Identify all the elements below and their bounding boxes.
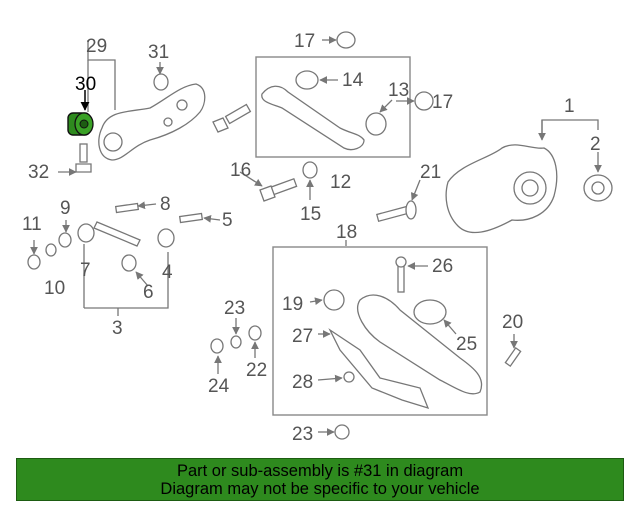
callout-label-highlighted: 30 [75,74,96,95]
callout-label: 27 [292,326,313,347]
nut-part-17-right [414,91,434,111]
callout-label: 15 [300,204,321,225]
nut-part-6 [121,254,137,272]
stabilizer-bracket-part-28 [328,328,430,410]
callout-label: 20 [502,312,523,333]
upper-arm-group-box [255,56,411,158]
bushing-part-4 [157,228,175,248]
trailing-arm-hole [176,99,188,111]
callout-label: 10 [44,278,65,299]
callout-label: 8 [160,194,171,215]
callout-label: 11 [22,214,42,235]
nut-part-21 [334,424,350,440]
knuckle-hub-inner [521,179,539,197]
knuckle-part-1 [445,144,558,234]
callout-label: 9 [60,198,71,219]
bolt-part-16-upper [224,103,252,125]
washer-part-9 [58,232,72,248]
cover-part-26 [413,299,447,325]
callout-label: 12 [330,172,351,193]
callout-label: 29 [86,36,107,57]
lower-arm-group-box [272,246,488,416]
bushing-part-19 [323,289,345,311]
bolt-part-33 [79,143,88,163]
callout-label: 13 [388,80,409,101]
bushing-part-13 [365,112,387,136]
callout-label: 16 [230,160,251,181]
callout-label: 31 [148,42,169,63]
banner-line-2: Diagram may not be specific to your vehi… [160,479,480,498]
bushing-part-31[interactable] [67,112,94,136]
callout-label: 1 [564,96,575,117]
callout-label: 23 [224,298,245,319]
callout-label: 6 [143,282,154,303]
nut-part-25 [210,338,224,354]
bolt-head-part-16-upper [212,117,229,133]
bolt-head-part-22 [405,200,417,220]
callout-label: 5 [222,210,233,231]
callout-label: 18 [336,222,357,243]
callout-label: 19 [282,294,303,315]
callout-label: 22 [246,360,267,381]
callout-label: 14 [342,70,364,91]
callout-label: 7 [80,260,91,281]
callout-label: 24 [208,376,230,397]
banner-line-1: Part or sub-assembly is #31 in diagram [176,461,464,480]
callout-label: 2 [590,134,601,155]
bolt-head-part-16 [259,185,276,202]
callout-label: 25 [456,334,477,355]
callout-label: 4 [162,262,173,283]
trailing-arm-bushing [103,132,123,152]
callout-label: 32 [28,162,49,183]
nut-part-32 [153,73,169,91]
callout-label: 21 [420,162,441,183]
washer-part-15 [302,161,318,179]
bearing-part-2-inner [591,181,605,195]
nut-part-29 [343,371,355,383]
nut-part-11 [27,254,41,270]
callout-label: 3 [112,318,123,339]
washer-part-23 [248,325,262,341]
trailing-arm-hole [163,117,173,127]
bolt-part-8 [114,202,140,214]
bolt-part-5 [178,212,204,224]
washer-part-10 [45,243,57,257]
nut-part-17-top [336,31,356,49]
callout-label: 23 [292,424,313,445]
bushing-part-14 [295,70,319,90]
callout-label: 17 [294,31,315,52]
washer-part-24 [230,335,242,349]
lower-arm-part [357,294,483,395]
parts-diagram: 29 31 30 32 17 14 13 17 12 16 15 1 2 21 … [22,31,613,445]
info-banner: Part or sub-assembly is #31 in diagram D… [16,458,624,501]
upper-arm-part [261,85,365,151]
bolt-part-20 [504,347,522,367]
bushing-part-7 [77,223,95,243]
callout-label: 26 [432,256,453,277]
link-ball-part-27 [395,256,407,268]
bolt-head-part-33 [75,163,92,173]
callout-label: 17 [432,92,453,113]
link-part-3 [93,221,141,247]
callout-label: 28 [292,372,313,393]
